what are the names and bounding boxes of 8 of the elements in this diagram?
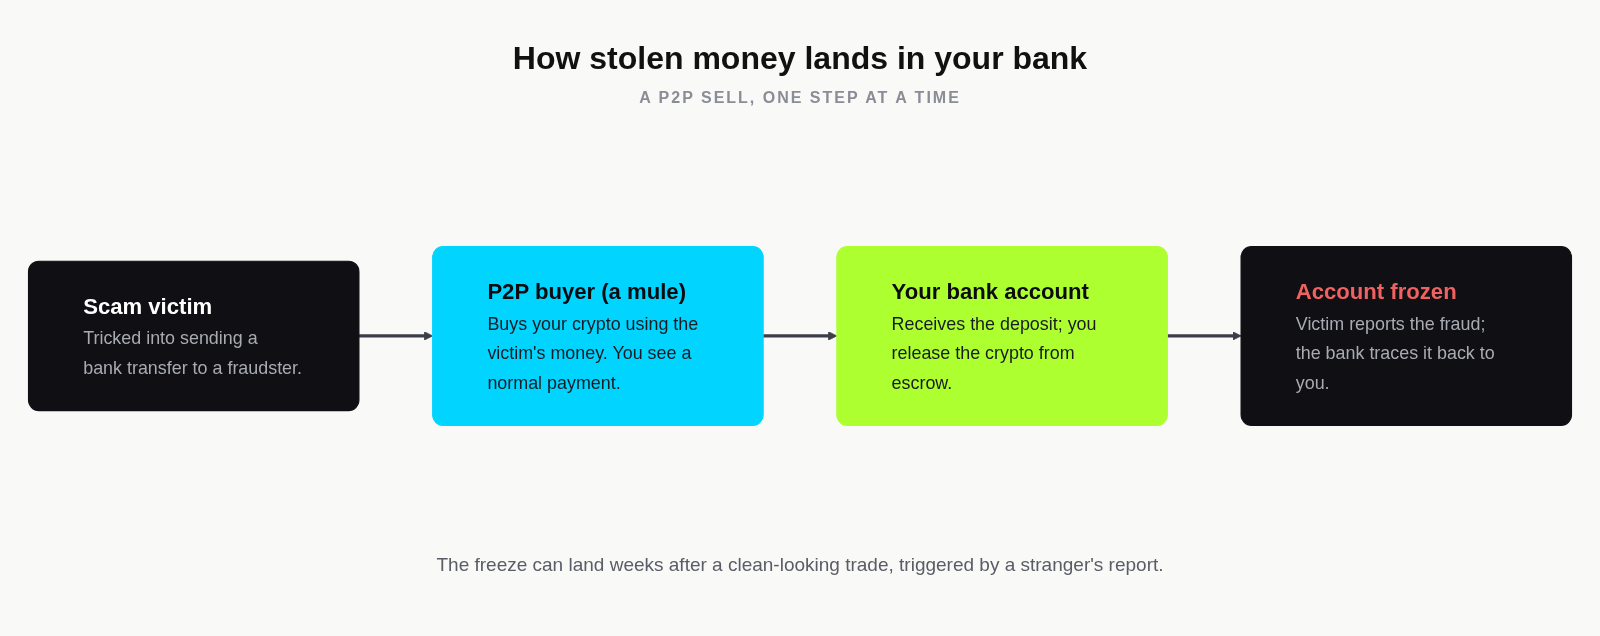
node-box: Account frozen Victim reports the fraud; the bank traces it back to you. xyxy=(1240,245,1573,426)
node-box: Your bank account Receives the deposit; you release the crypto from escrow. xyxy=(836,245,1168,426)
diagram-title: How stolen money lands in your bank xyxy=(512,40,1088,77)
arrow xyxy=(1167,330,1242,341)
diagram-caption: The freeze can land weeks after a clean-looking trade, triggered by a stranger's report. xyxy=(436,554,1164,576)
node-box: P2P buyer (a mule) Buys your crypto using the victim's money. You see a normal payment. xyxy=(432,245,764,426)
node-box: Scam victim Tricked into sending a bank transfer to a fraudster. xyxy=(27,260,360,411)
subtitle: A P2P SELL, ONE STEP AT A TIME xyxy=(639,89,961,107)
